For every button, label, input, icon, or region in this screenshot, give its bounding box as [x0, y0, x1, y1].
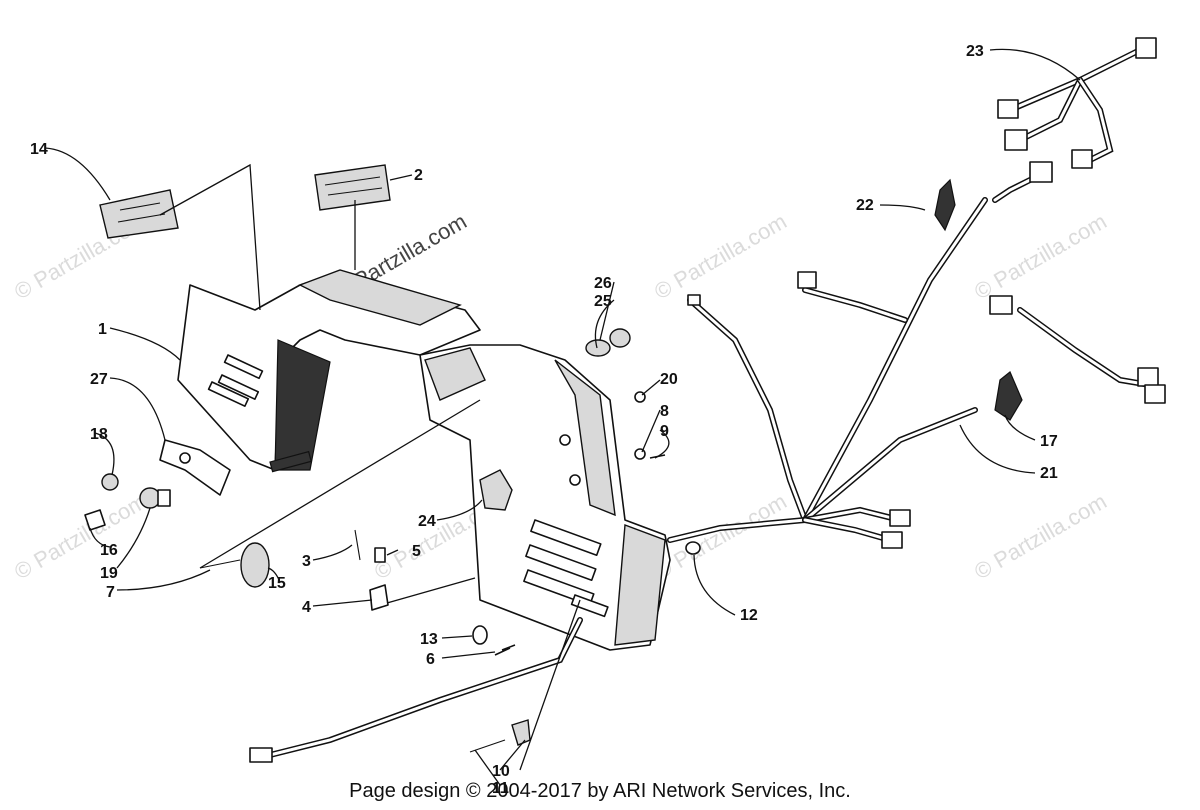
part-clip-16	[84, 509, 106, 531]
callout-14: 14	[30, 141, 48, 158]
leader-lines	[44, 48, 1081, 786]
callout-4: 4	[302, 599, 311, 616]
watermark: © Partzilla.com	[650, 489, 791, 585]
callout-27: 27	[90, 371, 108, 388]
part-screw-6	[494, 644, 516, 656]
callout-21: 21	[1040, 465, 1058, 482]
part-pin-3	[354, 529, 361, 561]
part-bulb-7	[199, 559, 241, 569]
part-washer-13	[472, 625, 488, 645]
part-washer-25	[585, 339, 611, 357]
callout-2: 2	[414, 167, 423, 184]
callout-26: 26	[594, 275, 612, 292]
callout-labels: 14 2 1 27 18 16 19 7 15 3 4 5 13 6 24 26…	[30, 43, 1058, 797]
part-nut-18	[101, 473, 119, 491]
watermark: © Partzilla.com	[970, 209, 1111, 305]
callout-18: 18	[90, 426, 108, 443]
part-lens-14	[99, 189, 179, 239]
part-switch-19	[139, 487, 171, 509]
callout-23: 23	[966, 43, 984, 60]
watermark: © Partzilla.com	[970, 489, 1111, 585]
callout-12: 12	[740, 607, 758, 624]
part-bracket-4	[369, 584, 389, 611]
callout-11: 11	[492, 780, 509, 797]
callout-15: 15	[268, 575, 286, 592]
callout-20: 20	[660, 371, 678, 388]
callout-13: 13	[420, 631, 438, 648]
callout-8: 8	[660, 403, 669, 420]
callout-24: 24	[418, 513, 436, 530]
part-clip-5	[374, 547, 386, 563]
callout-6: 6	[426, 651, 435, 668]
part-console-1	[177, 269, 481, 473]
part-washer-8	[634, 448, 646, 460]
part-clip-10	[511, 719, 531, 746]
callout-17: 17	[1040, 433, 1058, 450]
callout-25: 25	[594, 293, 612, 310]
part-grommet-12	[685, 541, 701, 555]
callout-10: 10	[492, 763, 510, 780]
wiring-harness	[249, 37, 1166, 763]
watermark: © Partzilla.com	[10, 489, 151, 585]
part-lens-15	[240, 542, 270, 588]
watermark: © Partzilla.com	[650, 209, 791, 305]
page-footer: Page design © 2004-2017 by ARI Network S…	[349, 780, 851, 802]
callout-3: 3	[302, 553, 311, 570]
callout-22: 22	[856, 197, 874, 214]
callout-1: 1	[98, 321, 107, 338]
part-bracket-27	[159, 439, 231, 496]
callout-5: 5	[412, 543, 421, 560]
callout-9: 9	[660, 423, 669, 440]
part-nut-26	[609, 328, 631, 348]
callout-16: 16	[100, 542, 118, 559]
callout-19: 19	[100, 565, 118, 582]
callout-7: 7	[106, 584, 115, 601]
part-plate-2	[314, 164, 391, 211]
part-side-panel	[419, 344, 671, 651]
part-pin-11	[469, 739, 506, 753]
